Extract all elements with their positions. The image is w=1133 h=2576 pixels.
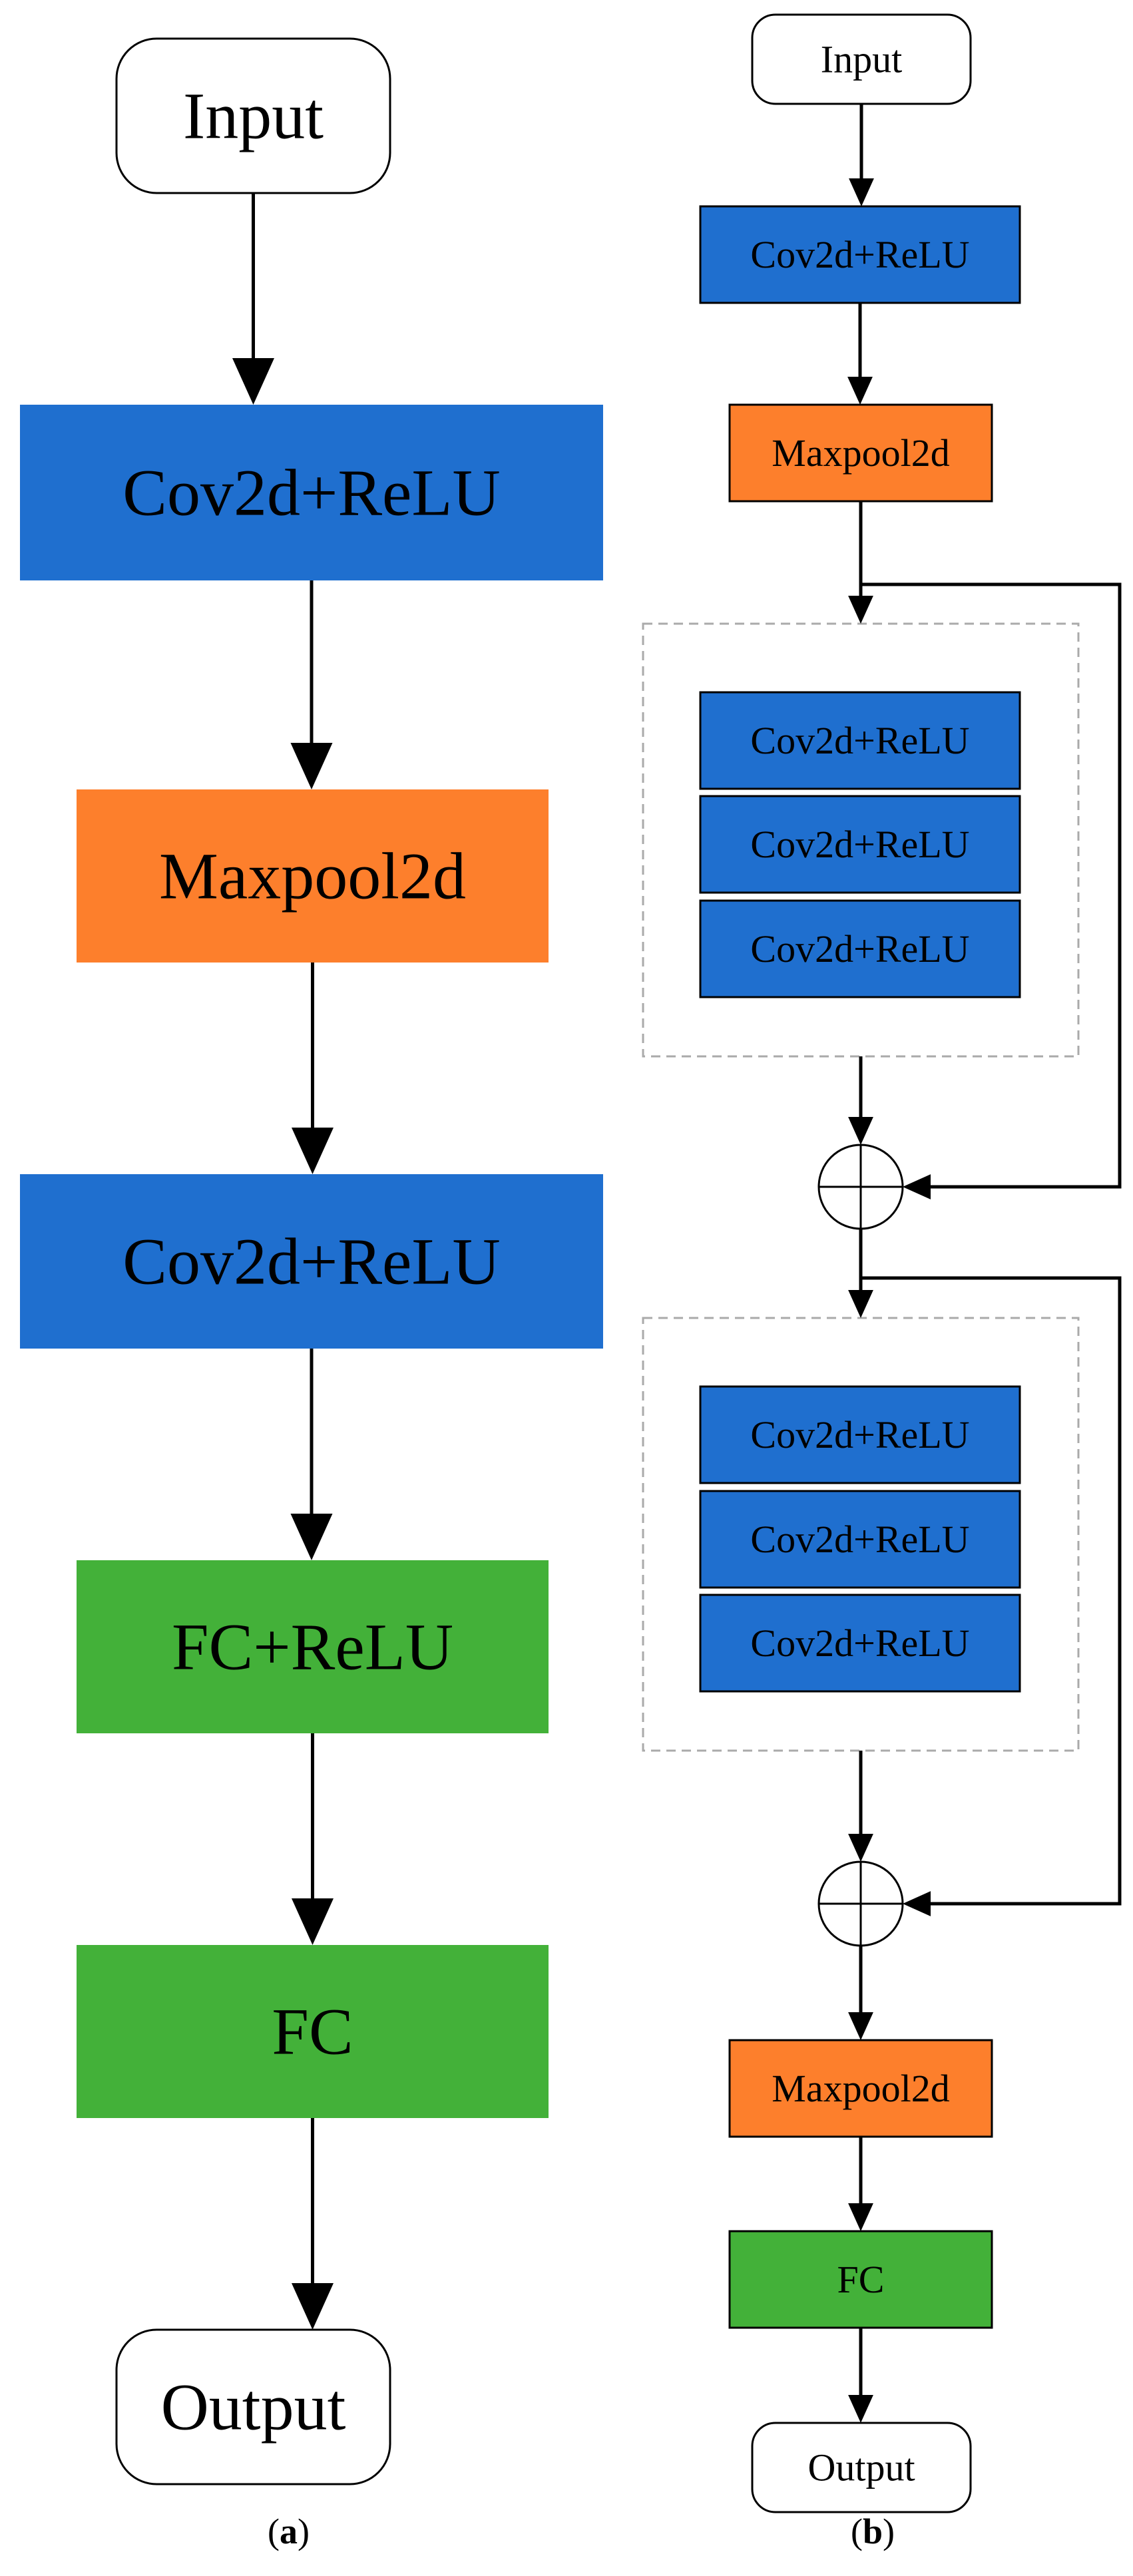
- caption-a-open-paren: (: [268, 2511, 280, 2551]
- fc-box: [77, 1945, 549, 2118]
- b-res1-conv3-label: Cov2d+ReLU: [750, 927, 969, 970]
- conv-box: [699, 1594, 1021, 1693]
- caption-a-letter: a: [279, 2511, 298, 2551]
- fc-box: [728, 2230, 993, 2329]
- arrowhead: [849, 178, 874, 206]
- b-pool1-node: Maxpool2d: [728, 403, 993, 503]
- a-input-node: Input: [115, 37, 391, 194]
- conv-box: [699, 691, 1021, 790]
- b-input-node: Input: [751, 13, 972, 105]
- pool-box: [728, 403, 993, 503]
- b-res2-conv2-node: Cov2d+ReLU: [699, 1490, 1021, 1589]
- b-pool1-label: Maxpool2d: [772, 431, 949, 475]
- arrowhead: [848, 2203, 873, 2231]
- pool-box: [77, 789, 549, 963]
- arrowhead: [290, 743, 333, 789]
- a-conv1-node: Cov2d+ReLU: [20, 405, 603, 580]
- b-input-label: Input: [821, 38, 902, 81]
- terminal-box: [751, 2422, 972, 2513]
- b-fc-label: FC: [837, 2258, 885, 2301]
- b-res2-conv2-label: Cov2d+ReLU: [750, 1518, 969, 1561]
- caption-b-letter: b: [862, 2511, 883, 2551]
- arrowhead: [290, 1514, 333, 1560]
- b-pool2-label: Maxpool2d: [772, 2067, 949, 2110]
- b-add2-add-icon: [817, 1860, 904, 1947]
- arrowhead: [232, 358, 274, 405]
- conv-box: [20, 1174, 603, 1349]
- terminal-box: [115, 37, 391, 194]
- b-res1-conv2-label: Cov2d+ReLU: [750, 823, 969, 866]
- b-res1-conv3-node: Cov2d+ReLU: [699, 899, 1021, 998]
- conv-box: [699, 899, 1021, 998]
- b-add1-add-icon: [817, 1144, 904, 1230]
- a-output-node: Output: [115, 2328, 391, 2485]
- b-output-node: Output: [751, 2422, 972, 2513]
- caption-a-close-paren: ): [297, 2511, 310, 2551]
- arrowhead: [903, 1891, 931, 1916]
- conv-box: [699, 795, 1021, 894]
- b-res2-conv3-label: Cov2d+ReLU: [750, 1621, 969, 1665]
- caption-b: (b): [851, 2511, 895, 2552]
- b-res2-conv1-node: Cov2d+ReLU: [699, 1385, 1021, 1484]
- arrowhead: [848, 1834, 873, 1862]
- b-conv1-label: Cov2d+ReLU: [750, 233, 969, 276]
- conv-box: [699, 1490, 1021, 1589]
- arrowhead: [292, 1128, 334, 1174]
- caption-b-open-paren: (: [851, 2511, 863, 2551]
- b-output-label: Output: [807, 2446, 915, 2489]
- a-pool1-label: Maxpool2d: [159, 839, 466, 913]
- b-res1-conv2-node: Cov2d+ReLU: [699, 795, 1021, 894]
- a-input-label: Input: [183, 79, 324, 153]
- skip-connection-1: [861, 582, 1122, 1189]
- arrowhead: [292, 2283, 334, 2330]
- b-res1-conv1-node: Cov2d+ReLU: [699, 691, 1021, 790]
- a-fc1-node: FC+ReLU: [77, 1560, 549, 1733]
- pool-box: [728, 2039, 993, 2138]
- b-res2-conv3-node: Cov2d+ReLU: [699, 1594, 1021, 1693]
- arrowhead: [848, 1290, 873, 1318]
- a-fc2-label: FC: [272, 1995, 353, 2069]
- a-output-label: Output: [161, 2370, 346, 2444]
- b-fc-node: FC: [728, 2230, 993, 2329]
- conv-box: [699, 205, 1021, 304]
- b-res2-conv1-label: Cov2d+ReLU: [750, 1413, 969, 1456]
- fc-box: [77, 1560, 549, 1733]
- arrowhead: [848, 1117, 873, 1145]
- a-conv2-label: Cov2d+ReLU: [122, 1225, 500, 1299]
- terminal-box: [751, 13, 972, 105]
- b-pool2-node: Maxpool2d: [728, 2039, 993, 2138]
- arrowhead: [848, 596, 873, 624]
- caption-a: (a): [268, 2511, 310, 2552]
- arrowhead: [848, 2012, 873, 2040]
- b-res1-conv1-label: Cov2d+ReLU: [750, 719, 969, 762]
- conv-box: [699, 1385, 1021, 1484]
- arrowhead: [903, 1174, 931, 1199]
- arrowhead: [848, 2395, 873, 2423]
- a-fc2-node: FC: [77, 1945, 549, 2118]
- terminal-box: [115, 2328, 391, 2485]
- conv-box: [20, 405, 603, 580]
- b-conv1-node: Cov2d+ReLU: [699, 205, 1021, 304]
- caption-b-close-paren: ): [883, 2511, 895, 2551]
- a-conv1-label: Cov2d+ReLU: [122, 456, 500, 530]
- arrowhead: [292, 1898, 334, 1945]
- arrowhead: [847, 377, 873, 405]
- a-pool1-node: Maxpool2d: [77, 789, 549, 963]
- a-fc1-label: FC+ReLU: [172, 1610, 453, 1684]
- skip-connection-2: [861, 1276, 1122, 1906]
- a-conv2-node: Cov2d+ReLU: [20, 1174, 603, 1349]
